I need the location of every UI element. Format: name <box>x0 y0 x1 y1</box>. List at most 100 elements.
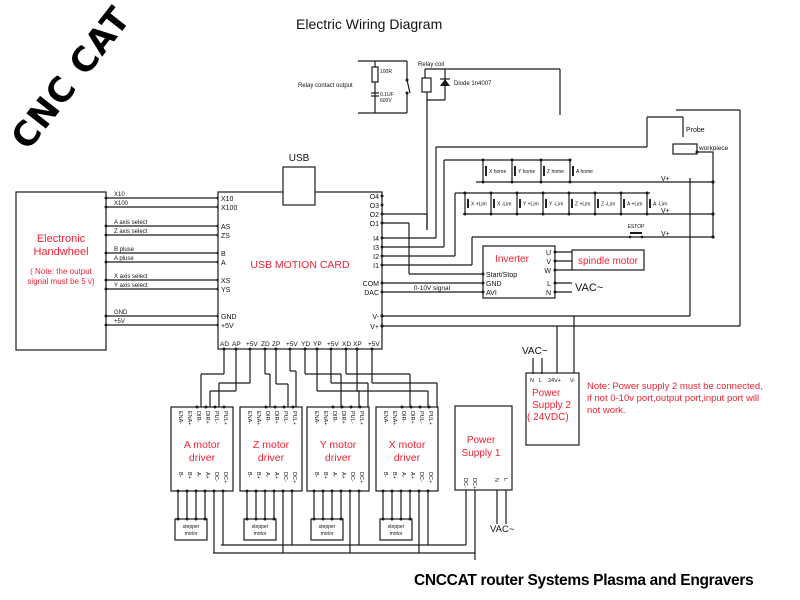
driver-pin-label: ENA+ <box>186 411 192 426</box>
junction-dot <box>234 347 238 351</box>
stepper-label: stepper <box>319 524 336 530</box>
driver-pin-label: DC- <box>282 472 288 482</box>
ps2-note-3: not work. <box>587 405 626 416</box>
usb-pin-label: ZS <box>221 233 230 240</box>
ps2-pin-label: V- <box>570 378 575 384</box>
driver-pin-label: PUL- <box>349 411 355 424</box>
junction-dot <box>245 489 249 493</box>
junction-dot <box>489 191 493 195</box>
usb-pin-label: O1 <box>370 221 379 228</box>
driver-pin-label: ENA+ <box>322 411 328 426</box>
junction-dot <box>213 405 217 409</box>
junction-dot <box>203 517 207 521</box>
ps2-title-2: Supply 2 <box>532 400 571 411</box>
junction-dot <box>481 158 485 162</box>
junction-dot <box>349 405 353 409</box>
junction-dot <box>194 489 198 493</box>
junction-dot <box>185 489 189 493</box>
driver-pin-label: A+ <box>204 472 210 479</box>
motor-driver-title-2: driver <box>189 452 216 464</box>
driver-pin-label: ENA- <box>382 411 388 424</box>
driver-pin-label: A+ <box>409 472 415 479</box>
junction-dot <box>321 489 325 493</box>
relay-coil-label: Relay coil <box>418 62 444 68</box>
io-wires: 0-10V signal <box>380 109 741 374</box>
stepper-label: stepper <box>183 524 200 530</box>
motor-driver-box <box>239 406 303 492</box>
stepper-motor-box <box>310 518 344 541</box>
ps1-title-2: Supply 1 <box>462 448 501 459</box>
probe-label: Probe <box>686 127 705 134</box>
junction-dot <box>104 278 108 282</box>
junction-dot <box>321 517 325 521</box>
driver-pin-label: DIR+ <box>340 411 346 424</box>
motor-driver-title: Y motor <box>320 439 357 451</box>
switch-label: X home <box>489 169 506 175</box>
switch-label: Y home <box>518 169 535 175</box>
switch-label: X -Lim <box>497 202 511 208</box>
junction-dot <box>254 489 258 493</box>
driver-pin-label: PUL- <box>418 411 424 424</box>
junction-dot <box>567 191 571 195</box>
motor-driver: Y motordriverENA-ENA+DIR-DIR+PUL-PUL+B-B… <box>306 405 370 553</box>
junction-dot <box>408 489 412 493</box>
stepper-label-2: motor <box>321 531 334 537</box>
junction-dot <box>176 517 180 521</box>
junction-dot <box>212 489 216 493</box>
junction-dot <box>339 517 343 521</box>
junction-dot <box>104 205 108 209</box>
capacitor-label: 0.1UF <box>380 92 394 98</box>
driver-pin-label: ENA- <box>313 411 319 424</box>
switch-icon <box>623 199 625 208</box>
junction-dot <box>104 233 108 237</box>
usb-bottom-pin-label: YP <box>313 341 322 348</box>
switch-label: Y +Lim <box>523 202 539 208</box>
driver-pin-label: ENA- <box>177 411 183 424</box>
usb-card-title: USB MOTION CARD <box>250 259 350 271</box>
usb-label: USB <box>289 153 310 164</box>
driver-pin-label: PUL- <box>282 411 288 424</box>
switch-label: Z -Lim <box>601 202 615 208</box>
ps1-vac-label: VAC~ <box>490 524 515 535</box>
junction-dot <box>463 191 467 195</box>
junction-dot <box>104 251 108 255</box>
driver-pin-label: DIR- <box>195 411 201 422</box>
junction-dot <box>330 489 334 493</box>
junction-dot <box>481 281 485 285</box>
junction-dot <box>203 489 207 493</box>
usb-pin-label: AS <box>221 224 231 231</box>
usb-pin-label: O4 <box>370 194 379 201</box>
usb-pin-label: YS <box>221 287 231 294</box>
driver-pin-label: DC+ <box>291 472 297 483</box>
junction-dot <box>176 489 180 493</box>
switch-icon <box>649 199 651 208</box>
workpiece-icon <box>672 143 698 155</box>
handwheel-title: Electronic <box>37 233 86 245</box>
motor-driver: A motordriverENA-ENA+DIR-DIR+PUL-PUL+B-B… <box>170 405 234 553</box>
stepper-label-2: motor <box>254 531 267 537</box>
diode-label: Diode 1n4007 <box>454 81 492 87</box>
usb-bottom-pin-label: AP <box>232 341 241 348</box>
junction-dot <box>380 194 384 198</box>
handwheel-note-2: signal must be 5 v) <box>27 277 94 286</box>
junction-dot <box>399 517 403 521</box>
switch-icon <box>467 199 469 208</box>
junction-dot <box>248 347 252 351</box>
usb-bottom-pin-label: +5V <box>246 341 258 348</box>
usb-pin-label: I3 <box>373 245 379 252</box>
usb-connector-icon <box>282 166 316 206</box>
usb-bottom-pin-label: XD <box>342 341 351 348</box>
driver-pin-label: PUL+ <box>358 411 364 425</box>
ps2-pin-label: L <box>539 378 542 384</box>
usb-bottom-pin-label: AD <box>220 341 229 348</box>
limit-switch: A -Lim <box>645 191 667 216</box>
junction-dot <box>312 517 316 521</box>
junction-dot <box>426 489 430 493</box>
junction-dot <box>290 489 294 493</box>
junction-dot <box>104 287 108 291</box>
junction-dot <box>104 314 108 318</box>
usb-pin-label: I1 <box>373 263 379 270</box>
driver-pin-label: B- <box>177 472 183 478</box>
handwheel-wire-label: A pluse <box>114 256 134 262</box>
